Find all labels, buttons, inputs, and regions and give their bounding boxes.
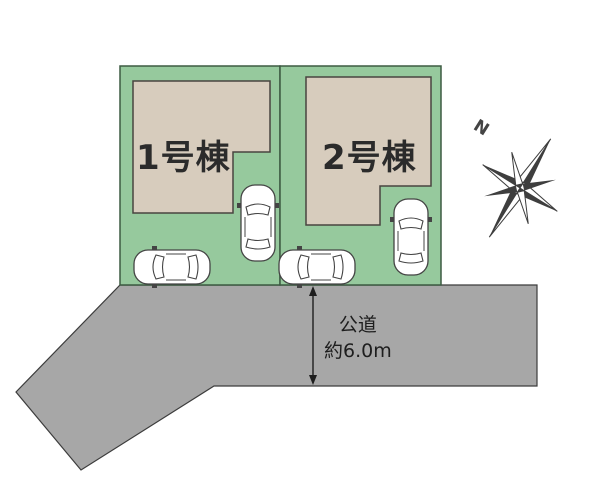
road-name: 公道 — [338, 314, 377, 336]
road-label: 公道 約6.0m — [324, 312, 392, 364]
road-width-arrow — [309, 286, 317, 385]
car-lot1-vertical — [236, 184, 280, 262]
lot-2-label: 2号棟 — [322, 138, 417, 178]
car-lot1-horizontal — [133, 245, 211, 289]
building-1 — [132, 80, 271, 214]
road-width: 約6.0m — [324, 340, 392, 362]
public-road — [15, 284, 538, 471]
building-2 — [305, 76, 432, 226]
car-lot2-vertical — [389, 198, 433, 276]
lot-1-label: 1号棟 — [136, 138, 231, 178]
car-lot2-horizontal — [278, 245, 356, 289]
compass-rose-icon — [482, 138, 558, 238]
